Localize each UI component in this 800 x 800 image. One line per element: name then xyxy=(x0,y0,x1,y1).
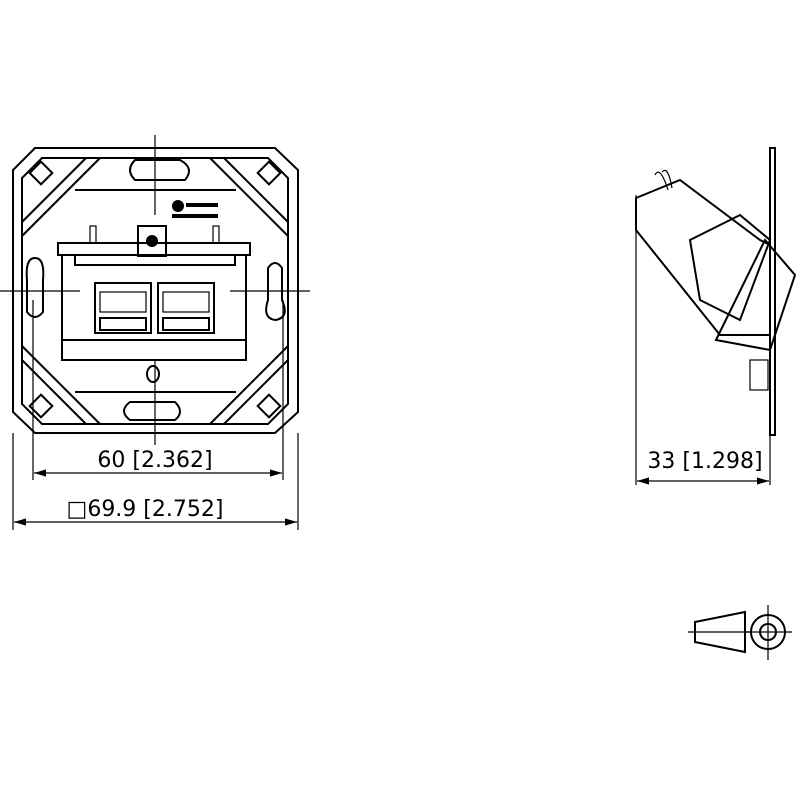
outer-frame xyxy=(12,147,299,434)
dimension-33: 33 [1.298] xyxy=(647,449,762,474)
dimension-60: 60 [2.362] xyxy=(97,448,212,473)
dimension-69-9: □69.9 [2.752] xyxy=(67,497,224,522)
frame-diagonals xyxy=(21,157,289,425)
socket-module xyxy=(57,200,251,383)
corner-holes xyxy=(28,160,282,419)
inner-frame xyxy=(21,157,289,425)
front-view: 60 [2.362] □69.9 [2.752] xyxy=(0,135,310,530)
first-angle-projection-icon xyxy=(688,605,792,660)
side-view: 33 [1.298] xyxy=(635,147,797,485)
centerlines xyxy=(0,135,310,445)
mounting-slots xyxy=(25,159,286,421)
front-dimensions: 60 [2.362] □69.9 [2.752] xyxy=(12,300,299,530)
